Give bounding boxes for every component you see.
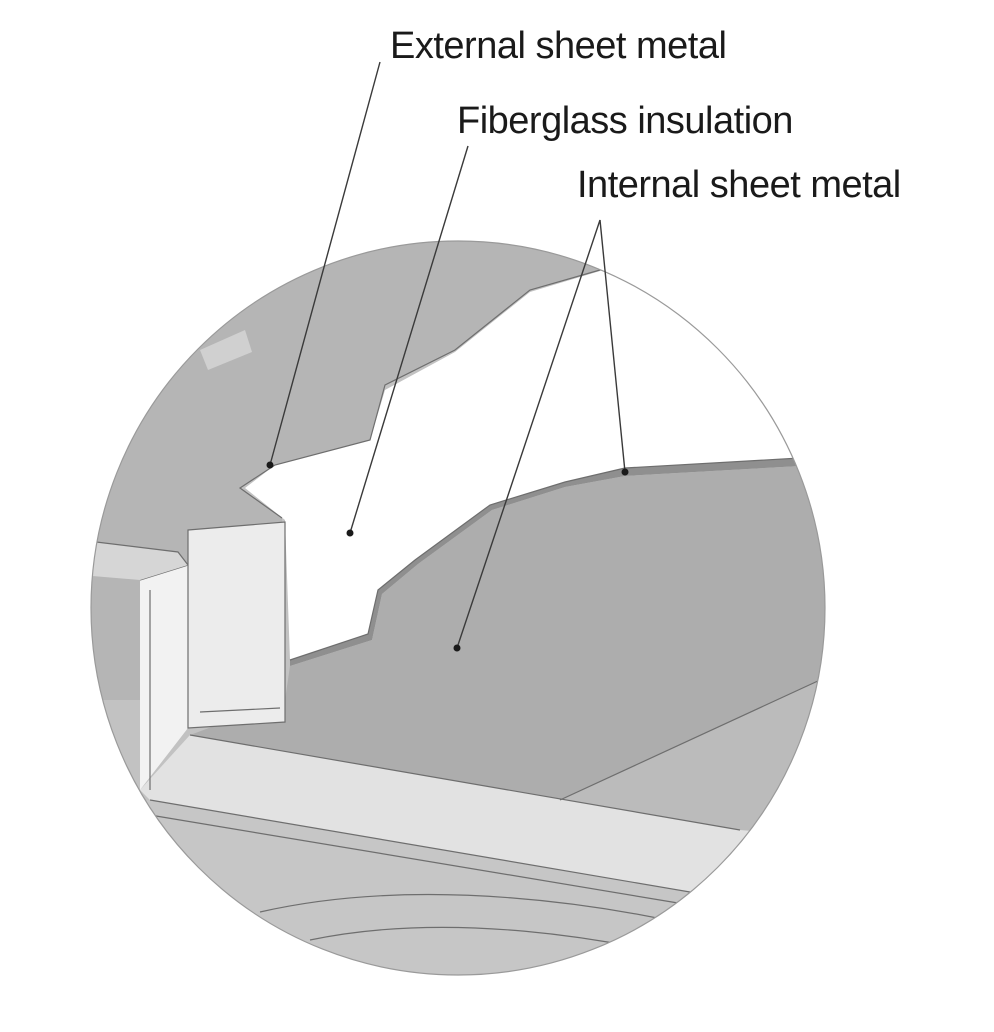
leader-fiberglass-insulation bbox=[349, 145, 469, 534]
pointer-dot-fiberglass bbox=[346, 529, 354, 537]
fiberglass-insulation-layer bbox=[245, 268, 800, 660]
frame-beam bbox=[140, 735, 825, 892]
frame-post-side bbox=[140, 565, 188, 790]
leader-internal-sheet-metal-b bbox=[456, 219, 601, 649]
pointer-dot-external bbox=[266, 461, 274, 469]
internal-sheet-metal-edge bbox=[290, 458, 800, 666]
frame-post bbox=[188, 522, 285, 728]
pointer-dot-internal-edge bbox=[621, 468, 629, 476]
label-fiberglass-insulation: Fiberglass insulation bbox=[457, 100, 793, 142]
pointer-dot-internal-panel bbox=[453, 644, 461, 652]
label-internal-sheet-metal: Internal sheet metal bbox=[577, 164, 901, 206]
leader-external-sheet-metal bbox=[269, 61, 381, 466]
magnifier-outline bbox=[90, 240, 826, 976]
label-external-sheet-metal: External sheet metal bbox=[390, 25, 726, 67]
panel-tab bbox=[200, 330, 252, 370]
leader-internal-sheet-metal-a bbox=[599, 219, 626, 473]
